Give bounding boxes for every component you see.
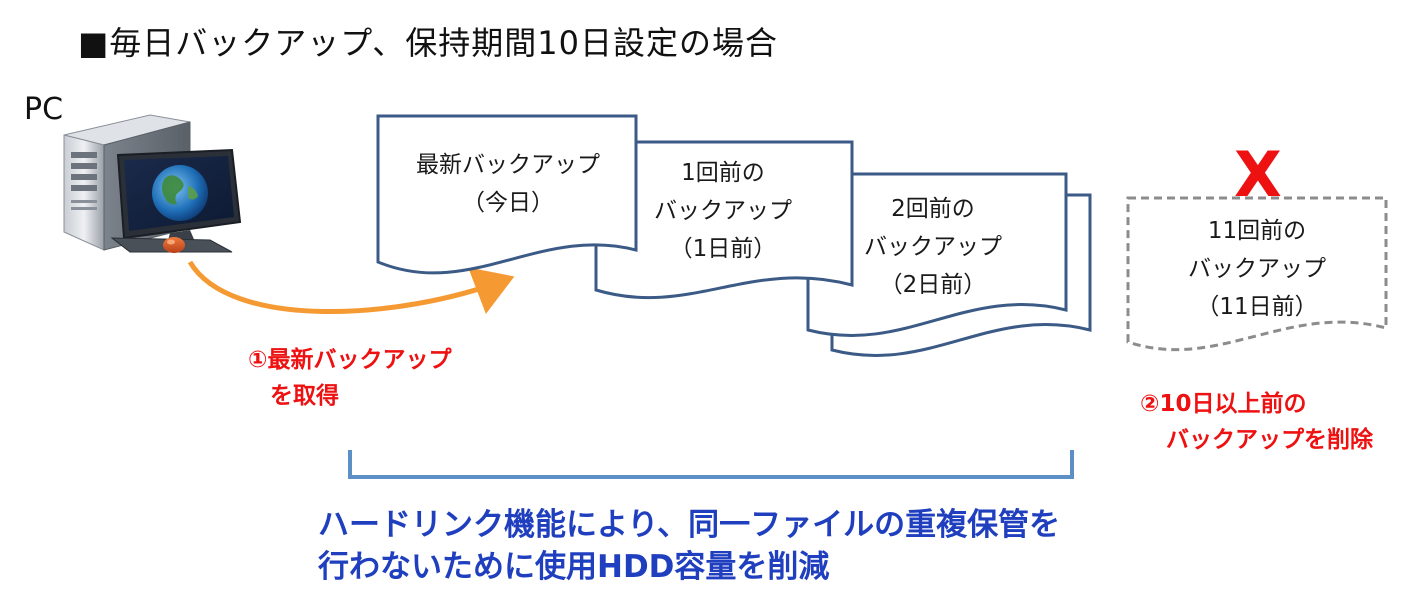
doc-line: 1回前の	[681, 160, 765, 186]
backup-doc-deleted-label: 11回前の バックアップ （11日前）	[1128, 212, 1386, 326]
doc-line: バックアップ	[654, 198, 792, 224]
summary-line: ハードリンク機能により、同一ファイルの重複保管を	[318, 507, 1061, 543]
backup-doc-0	[376, 114, 638, 275]
backup-doc-2	[806, 172, 1092, 357]
delete-note: ②10日以上前の バックアップを削除	[1140, 386, 1373, 458]
acquire-arrow	[187, 260, 515, 315]
doc-line: バックアップ	[1188, 256, 1326, 282]
backup-doc-deleted	[1126, 196, 1388, 352]
hardlink-bracket	[348, 450, 1074, 479]
delete-x-icon: X	[1234, 138, 1282, 211]
backup-doc-0-label: 最新バックアップ （今日）	[378, 146, 638, 222]
doc-line: 11回前の	[1207, 218, 1307, 244]
summary-line: 行わないために使用HDD容量を削減	[318, 549, 830, 585]
computer-icon	[63, 114, 242, 253]
note-line: ②10日以上前の	[1140, 391, 1307, 417]
backup-doc-1	[594, 140, 854, 300]
doc-line: 2回前の	[891, 196, 975, 222]
doc-line: （1日前）	[669, 236, 777, 262]
page-title: ■毎日バックアップ、保持期間10日設定の場合	[78, 24, 778, 62]
acquire-note: ①最新バックアップ を取得	[248, 342, 451, 414]
summary-text: ハードリンク機能により、同一ファイルの重複保管を 行わないために使用HDD容量を…	[318, 504, 1060, 588]
note-line: を取得	[270, 383, 339, 409]
note-line: ①最新バックアップ	[248, 347, 452, 373]
pc-label: PC	[24, 92, 64, 127]
doc-line: （2日前）	[879, 272, 987, 298]
doc-line: （11日前）	[1196, 294, 1318, 320]
backup-doc-2-label: 2回前の バックアップ （2日前）	[808, 190, 1058, 304]
doc-line: バックアップ	[864, 234, 1002, 260]
doc-line: （今日）	[462, 190, 554, 216]
doc-line: 最新バックアップ	[416, 152, 600, 178]
backup-doc-1-label: 1回前の バックアップ （1日前）	[598, 154, 848, 268]
note-line: バックアップを削除	[1166, 427, 1373, 453]
